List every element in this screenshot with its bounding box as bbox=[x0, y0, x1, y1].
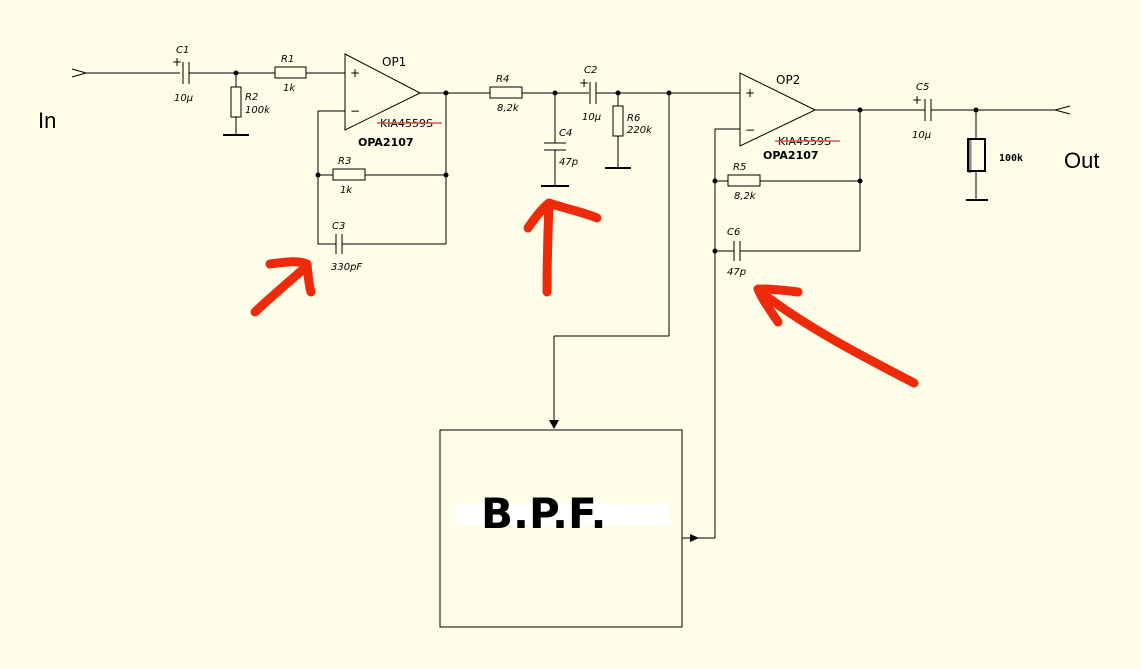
op2-plus: + bbox=[745, 86, 755, 100]
annotation-arrow-c3 bbox=[250, 257, 316, 317]
load-resistor-value: 100k bbox=[999, 153, 1023, 164]
resistor-r1: R1 1k bbox=[274, 54, 345, 94]
capacitor-c5: + C5 10µ bbox=[912, 82, 1055, 141]
c5-polarity-mark: + bbox=[912, 93, 922, 107]
opamp-op1: + − OP1 KIA4559S OPA2107 bbox=[344, 53, 442, 149]
r3-value: 1k bbox=[340, 185, 353, 196]
c6-value: 47p bbox=[727, 267, 746, 278]
c4-ref: C4 bbox=[559, 128, 572, 139]
r6-value: 220k bbox=[627, 125, 653, 136]
annotation-arrow-c6 bbox=[753, 284, 919, 388]
capacitor-c2: + C2 10µ bbox=[579, 65, 740, 123]
r1-value: 1k bbox=[283, 83, 296, 94]
capacitor-c1: + C1 10µ bbox=[172, 45, 275, 104]
c1-ref: C1 bbox=[176, 45, 189, 56]
op2-minus: − bbox=[745, 123, 755, 137]
resistor-r5: R5 8,2k bbox=[727, 162, 761, 202]
r5-ref: R5 bbox=[733, 162, 746, 173]
r4-ref: R4 bbox=[496, 74, 509, 85]
capacitor-c3: C3 330pF bbox=[331, 221, 362, 273]
bpf-output-wire bbox=[682, 128, 740, 542]
c2-value: 10µ bbox=[582, 112, 601, 123]
c2-ref: C2 bbox=[584, 65, 597, 76]
resistor-r6: R6 220k bbox=[605, 90, 653, 169]
op1-new-part: OPA2107 bbox=[358, 136, 414, 149]
bpf-block: B.P.F. bbox=[439, 429, 683, 628]
capacitor-c4: C4 47p bbox=[541, 90, 578, 187]
r6-ref: R6 bbox=[627, 113, 640, 124]
op1-name: OP1 bbox=[382, 55, 406, 69]
output-terminal bbox=[1053, 105, 1071, 115]
c1-polarity-mark: + bbox=[172, 55, 182, 69]
c2-polarity-mark: + bbox=[579, 76, 589, 90]
op1-minus: − bbox=[350, 104, 360, 118]
c3-value: 330pF bbox=[331, 262, 362, 273]
op2-feedback-wiring bbox=[712, 107, 925, 254]
load-resistor: 100k bbox=[966, 107, 1023, 201]
c1-value: 10µ bbox=[174, 93, 193, 104]
resistor-r3: R3 1k bbox=[332, 156, 366, 196]
resistor-r2: R2 100k bbox=[223, 70, 271, 136]
r3-ref: R3 bbox=[338, 156, 351, 167]
c6-ref: C6 bbox=[727, 227, 740, 238]
resistor-r4: R4 8,2k bbox=[489, 74, 589, 114]
r5-value: 8,2k bbox=[734, 191, 757, 202]
bpf-input-wire bbox=[549, 90, 672, 429]
op2-new-part: OPA2107 bbox=[763, 149, 819, 162]
c5-value: 10µ bbox=[912, 130, 931, 141]
c3-ref: C3 bbox=[332, 221, 345, 232]
c5-ref: C5 bbox=[916, 82, 929, 93]
r2-value: 100k bbox=[245, 105, 271, 116]
r2-ref: R2 bbox=[245, 92, 258, 103]
output-label: Out bbox=[1064, 148, 1099, 173]
input-terminal bbox=[71, 68, 180, 78]
annotation-arrow-c4 bbox=[523, 198, 602, 297]
capacitor-c6: C6 47p bbox=[727, 227, 746, 278]
bpf-label: B.P.F. bbox=[481, 489, 606, 538]
c4-value: 47p bbox=[559, 157, 578, 168]
opamp-op2: + − OP2 KIA4559S OPA2107 bbox=[739, 72, 840, 162]
op1-plus: + bbox=[350, 66, 360, 80]
r4-value: 8,2k bbox=[497, 103, 520, 114]
op1-feedback-wiring bbox=[315, 90, 490, 245]
op2-name: OP2 bbox=[776, 73, 800, 87]
input-label: In bbox=[38, 108, 56, 133]
r1-ref: R1 bbox=[281, 54, 294, 65]
